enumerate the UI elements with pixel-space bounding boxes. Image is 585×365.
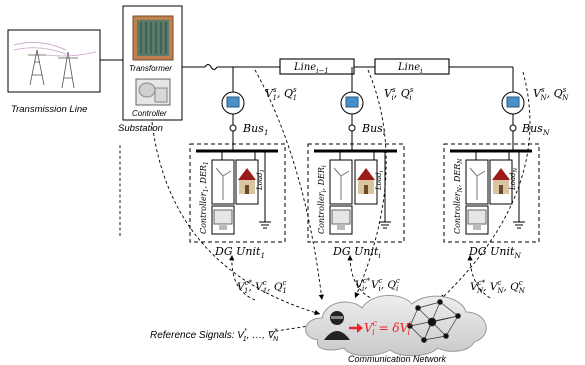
bus-label-1: Bus1	[242, 122, 269, 137]
wind-turbine-icon	[469, 167, 486, 200]
load-vertical-label: Load1	[256, 169, 266, 191]
bus-drop-1	[221, 67, 245, 151]
hacker-icon	[324, 311, 350, 340]
bus-label-N: BusN	[521, 122, 550, 137]
controller-vertical-label: Controller1, DER1	[199, 161, 210, 234]
communication-cloud	[305, 294, 487, 357]
line-i-label: Linei	[397, 62, 422, 75]
controller-computer-icon	[213, 209, 233, 230]
breaker-symbol	[204, 63, 218, 71]
controller-computer-icon	[331, 209, 351, 230]
transmission-tower-icon	[13, 42, 97, 89]
load-vertical-label: LoadN	[509, 167, 519, 191]
transmission-line-label: Transmission Line	[11, 104, 87, 115]
controller-vertical-label: ControllerN, DERN	[453, 158, 464, 234]
house-icon	[357, 168, 375, 194]
substation-label: Substation	[118, 123, 163, 134]
dg-unit-i: Controlleri, DERi Loadi	[307, 143, 405, 243]
bus-label-i: Busi	[361, 122, 386, 137]
dg-unit-label-N: DG UnitN	[468, 245, 521, 260]
transformer-icon	[132, 15, 174, 61]
signal-paths	[119, 69, 531, 333]
load-vertical-label: Loadi	[375, 170, 385, 191]
wind-turbine-icon	[215, 167, 232, 200]
controller-label: Controller	[132, 109, 167, 118]
attack-arrow-icon	[349, 323, 363, 333]
dg-unit-label-i: DG Uniti	[332, 245, 381, 260]
bus-drop-i	[340, 67, 364, 151]
reference-signals-label: Reference Signals: V*1, …, V*N	[150, 328, 279, 343]
house-icon	[492, 168, 510, 194]
house-icon	[238, 168, 256, 194]
controller-computer-icon	[135, 78, 171, 106]
transformer-label: Transformer	[129, 64, 172, 73]
dg-unit-1: Controller1, DER1 Load1	[189, 143, 286, 243]
dg-unit-N: ControllerN, DERN LoadN	[443, 143, 540, 243]
wind-turbine-icon	[333, 167, 350, 200]
dg-unit-label-1: DG Unit1	[214, 245, 265, 260]
feeder-line	[182, 58, 513, 75]
transmission-line-block: Transmission Line	[7, 29, 101, 115]
bus-drop-N	[501, 67, 525, 151]
network-graph-icon	[407, 299, 461, 343]
line-prev-label: Linei−1	[293, 62, 329, 75]
controller-computer-icon	[467, 209, 487, 230]
communication-network-label: Communication Network	[348, 354, 447, 364]
substation-block: Transformer Controller Substation	[118, 5, 183, 134]
controller-vertical-label: Controlleri, DERi	[317, 165, 328, 234]
